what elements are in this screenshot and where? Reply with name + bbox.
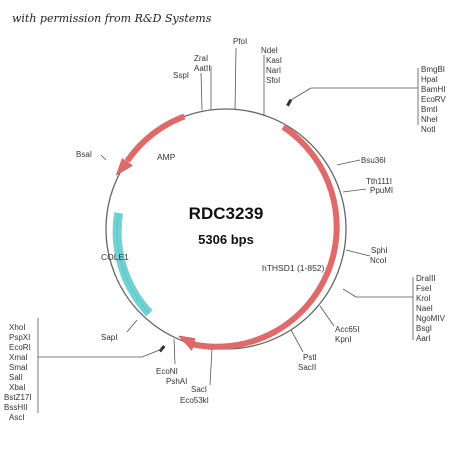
site-pshai: PshAI [166,377,187,386]
site-acc65i: Acc65I [335,325,359,334]
site-sfoi: SfoI [266,76,280,85]
site-noti: NotI [421,125,436,134]
site-naei: NaeI [416,304,433,313]
site-bmti: BmtI [421,105,437,114]
site-bstz17i: BstZ17I [4,393,32,402]
insert-label: hTHSD1 (1-852) [262,263,325,273]
plasmid-name: RDC3239 [189,204,264,223]
site-sacii: SacII [298,363,316,372]
permission-caption: with permission from R&D Systems [12,12,212,25]
cole1-feature [112,212,153,317]
site-fsei: FseI [416,284,432,293]
site-bamhi: BamHI [421,85,445,94]
site-asci: AscI [9,413,25,422]
insert-feature-arc [192,124,340,350]
site-xbai: XbaI [9,383,25,392]
site-ecori: EcoRI [9,343,31,352]
site-econi: EcoNI [156,367,178,376]
site-nari: NarI [266,66,281,75]
insert-arrowhead [177,335,196,352]
site-kasi: KasI [266,56,282,65]
site-bsai: BsaI [76,150,92,159]
site-xhoi: XhoI [9,323,25,332]
site-ndei: NdeI [261,46,278,55]
site-aatii: AatII [194,64,210,73]
cole1-label: COLE1 [101,252,129,262]
left-site-cluster: SapI BsaI XhoI PspXI EcoRI XmaI SmaI Sal… [4,150,163,422]
mcs-marker-right [286,98,293,107]
site-bsu36i: Bsu36I [361,156,386,165]
site-sali: SalI [9,373,23,382]
site-tth111i: Tth111I [366,177,392,186]
mcs-marker-left [158,345,166,353]
bottom-site-cluster: SacI Eco53kI EcoNI PshAI [156,338,213,405]
site-psti: PstI [303,353,317,362]
right-mcs-cluster: BmgBI HpaI BamHI EcoRV BmtI NheI NotI [290,65,446,134]
site-bsgi: BsgI [416,324,432,333]
amp-label: AMP [157,152,176,162]
site-kroi: KroI [416,294,431,303]
site-ecorv: EcoRV [421,95,446,104]
site-sphi: SphI [371,246,387,255]
top-site-cluster: SspI ZraI AatII PfoI NdeI KasI NarI SfoI [173,37,282,115]
site-pfoi: PfoI [233,37,247,46]
site-saci: SacI [191,385,207,394]
site-aari: AarI [416,334,431,343]
amp-feature-arc [124,113,186,163]
site-bmgbi: BmgBI [421,65,445,74]
right-site-cluster: Bsu36I Tth111I PpuMI SphI NcoI DraIII Fs… [290,156,446,372]
site-sapi: SapI [101,333,117,342]
plasmid-size: 5306 bps [198,232,254,247]
site-eco53ki: Eco53kI [180,396,209,405]
site-ppumi: PpuMI [370,186,393,195]
site-sspi: SspI [173,71,189,80]
amp-arrowhead [115,158,134,176]
site-ngomiv: NgoMIV [416,314,446,323]
site-bsshii: BssHII [4,403,28,412]
site-kpni: KpnI [335,335,351,344]
site-nhei: NheI [421,115,438,124]
site-zrai: ZraI [194,54,208,63]
site-hpai: HpaI [421,75,438,84]
site-ncoi: NcoI [370,256,386,265]
site-xmai: XmaI [9,353,28,362]
site-smai: SmaI [9,363,28,372]
site-pspxi: PspXI [9,333,30,342]
site-draiii: DraIII [416,274,436,283]
